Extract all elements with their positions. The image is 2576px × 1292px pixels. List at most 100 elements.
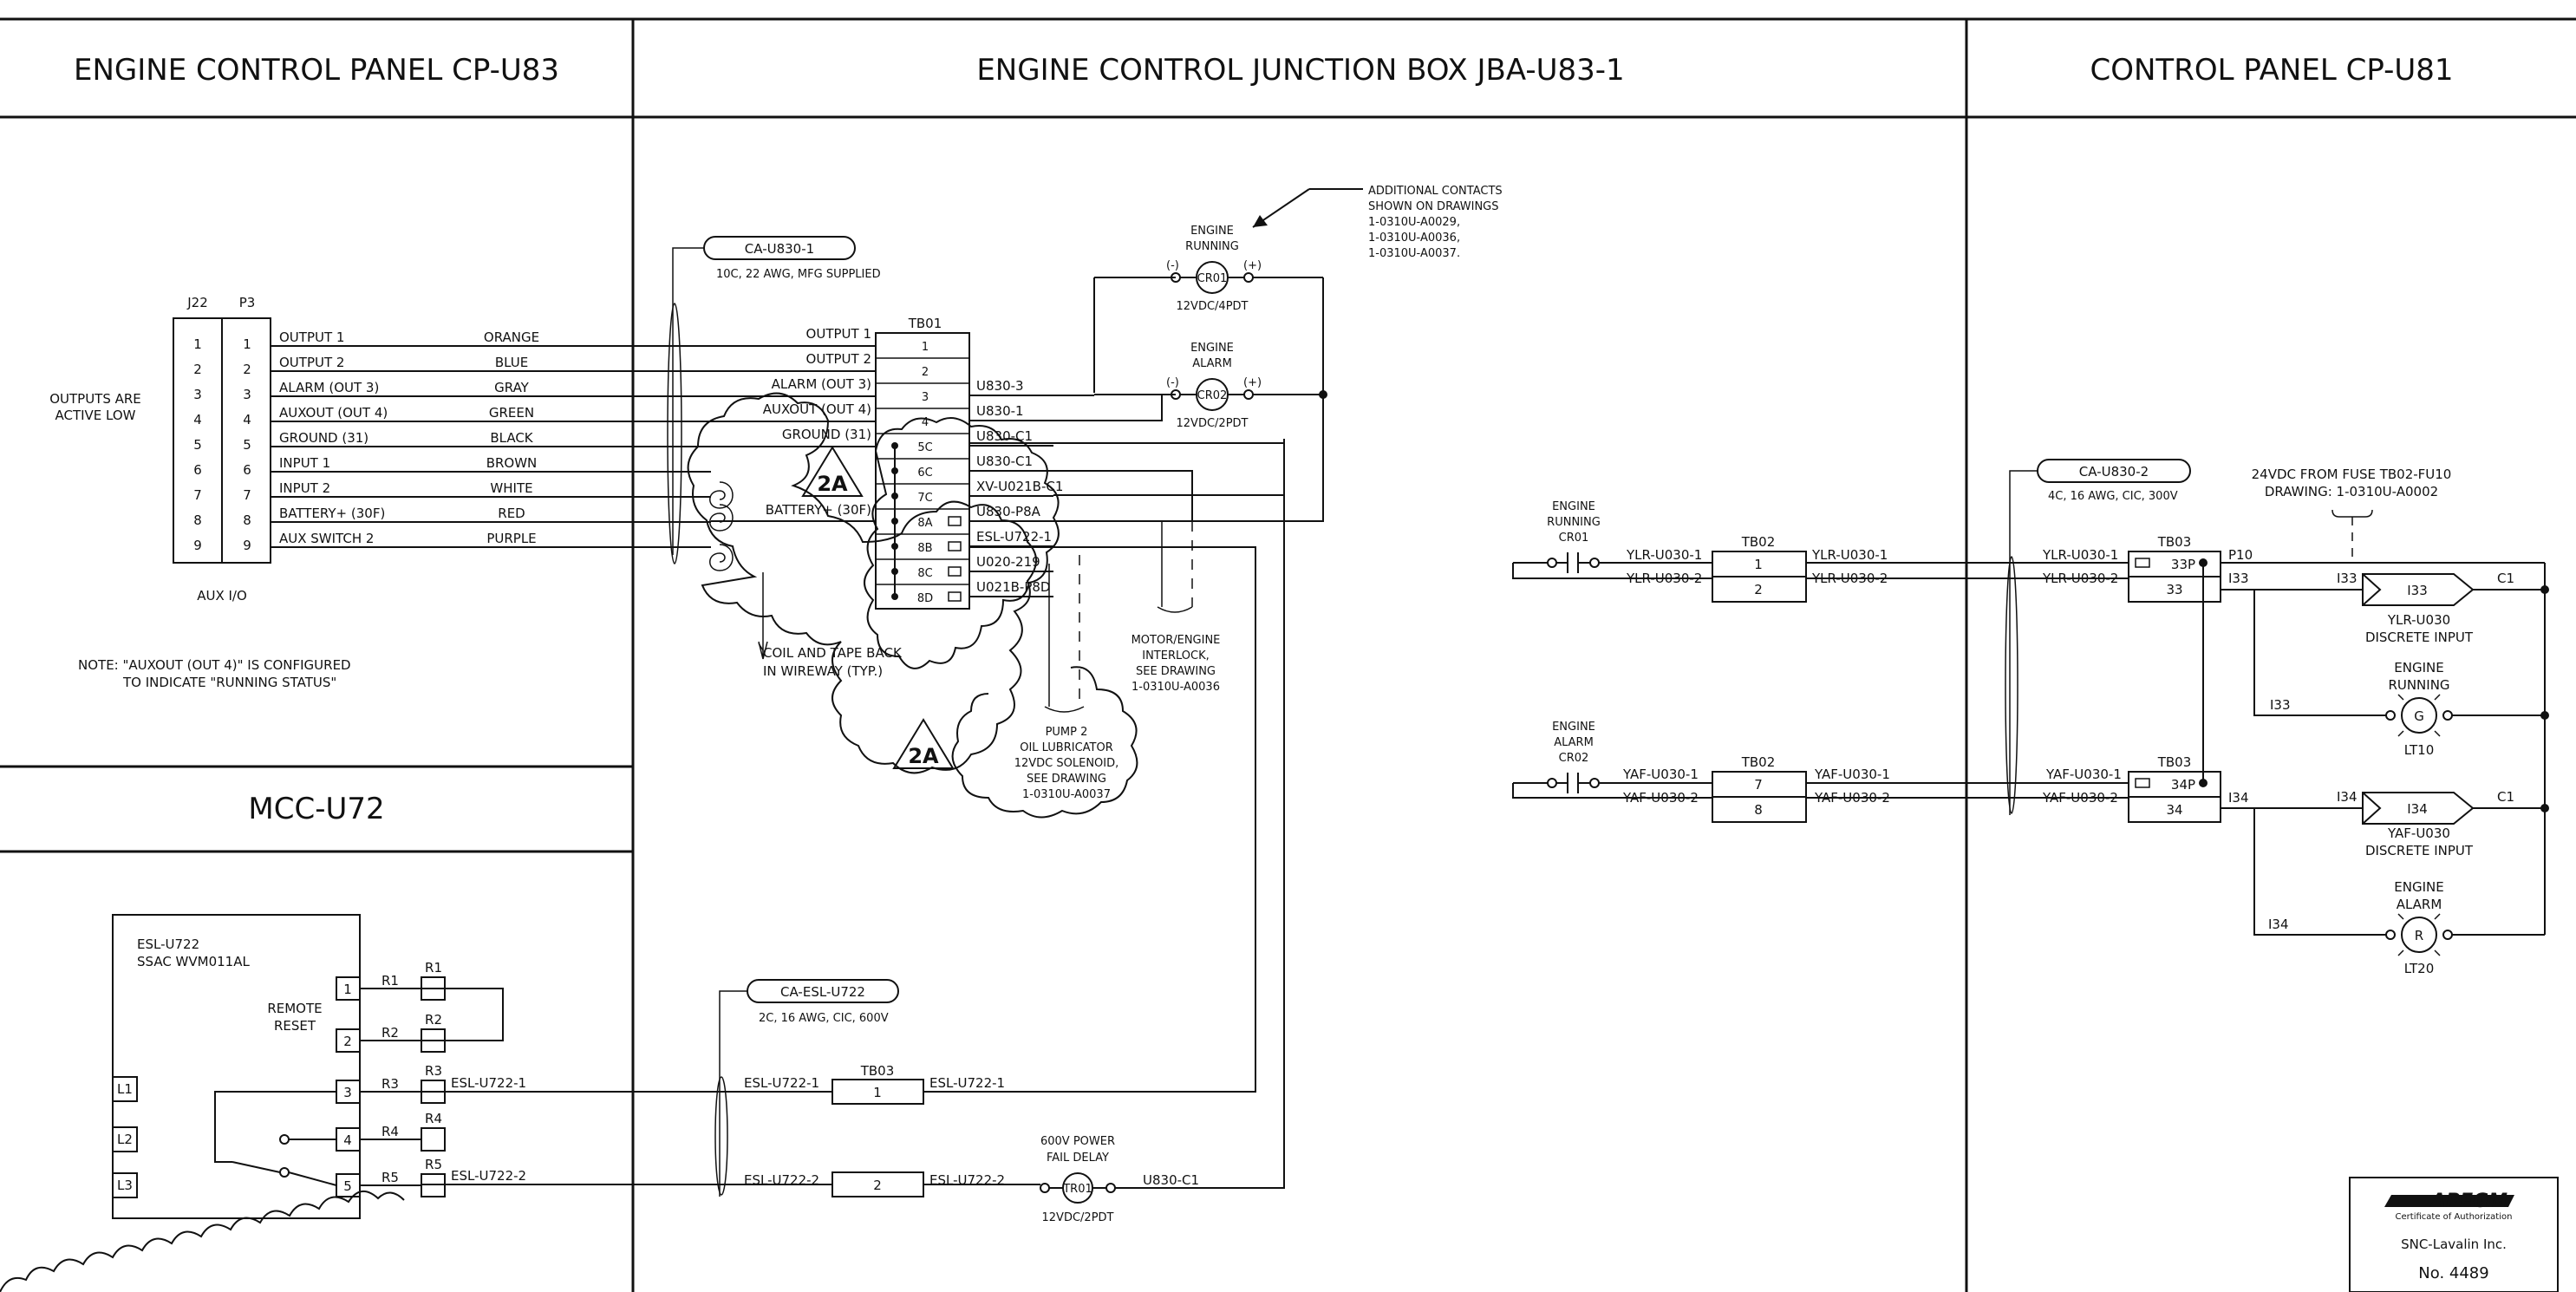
tb01-term: 2	[922, 366, 929, 379]
j22-pin: 3	[193, 387, 202, 402]
common-bus	[2540, 563, 2549, 935]
cable1-desc: 10C, 22 AWG, MFG SUPPLIED	[716, 268, 881, 281]
revision-triangle-1: 2A	[801, 446, 864, 497]
relay-wiring	[1053, 277, 1327, 522]
additional-contacts-note: ADDITIONAL CONTACTS SHOWN ON DRAWINGS 1-…	[1252, 185, 1503, 260]
cable2-desc: 4C, 16 AWG, CIC, 300V	[2048, 490, 2178, 503]
tb01-term: 5C	[917, 441, 932, 454]
cable1-tag: CA-U830-1	[745, 241, 814, 257]
pump-note-5: 1-0310U-A0037	[1022, 788, 1111, 801]
fuse-note-1: 24VDC FROM FUSE TB02-FU10	[2252, 467, 2452, 482]
tb03r-34p: 34P	[2171, 777, 2195, 793]
tb03-right: TB03 33P 33 TB03 34P 34	[2128, 534, 2221, 823]
coil-note-1: COIL AND TAPE BACK	[763, 645, 903, 661]
p10-label: P10	[2228, 547, 2253, 563]
p3-pin: 9	[243, 538, 251, 553]
ylr-di-2: DISCRETE INPUT	[2365, 630, 2474, 645]
tb01-out-label: XV-U021B-C1	[976, 479, 1063, 494]
cr02c-1: ENGINE	[1552, 721, 1595, 734]
wire-color: WHITE	[490, 480, 532, 496]
cable-ca-u830-1: CA-U830-1 10C, 22 AWG, MFG SUPPLIED	[667, 236, 881, 564]
tb02-t1: 1	[1754, 557, 1763, 572]
i33-lamp-wire: I33	[2270, 697, 2291, 713]
ylr2-a: YLR-U030-2	[1626, 571, 1702, 586]
apegm-logo: APEGM	[2429, 1191, 2508, 1212]
tb03r-label-1: TB03	[2157, 534, 2192, 550]
cable-ca-esl-u722: CA-ESL-U722 2C, 16 AWG, CIC, 600V	[714, 979, 899, 1197]
tb02-t7: 7	[1754, 777, 1763, 793]
lt20-tag: LT20	[2404, 961, 2435, 976]
mcc-r-box-label: R4	[425, 1111, 442, 1126]
tb01-term: 1	[922, 341, 929, 354]
tb01-fuse-icon	[948, 566, 962, 577]
mcc-r-label: R5	[382, 1170, 399, 1185]
tb03-esl2-out: ESL-U722-2	[929, 1172, 1005, 1188]
mcc-l-label: L2	[117, 1132, 133, 1147]
c1-b: C1	[2497, 789, 2514, 805]
tb03r-34: 34	[2166, 802, 2182, 818]
lt20-letter: R	[2415, 928, 2423, 943]
tb01-out-label: U830-C1	[976, 428, 1033, 444]
tb01-in-label: BATTERY+ (30F)	[766, 502, 871, 518]
outputs-note-1: OUTPUTS ARE	[49, 391, 141, 407]
header-left: ENGINE CONTROL PANEL CP-U83	[74, 53, 559, 88]
revision-cloud-bottom	[0, 1191, 405, 1292]
aux-io-signal: OUTPUT 1	[279, 330, 344, 345]
tb01-out-label: U021B-P8D	[976, 579, 1050, 595]
aux-io-signal: INPUT 1	[279, 455, 330, 471]
mcc-r-box	[421, 1127, 446, 1152]
lt10-letter: G	[2414, 708, 2424, 724]
lamp-lt10: ENGINE RUNNING G LT10	[2385, 660, 2545, 758]
mcc-r-label: R2	[382, 1025, 399, 1041]
j22-pin: 5	[193, 437, 202, 453]
yaf2-a: YAF-U030-2	[1622, 790, 1699, 806]
mcc-esl1: ESL-U722-1	[451, 1075, 526, 1091]
additional-1: ADDITIONAL CONTACTS	[1368, 185, 1503, 198]
mcc-term-num: 4	[343, 1132, 352, 1148]
remote-reset-1: REMOTE	[267, 1001, 322, 1016]
mcc-device-1: ESL-U722	[137, 936, 199, 952]
apegm-logo-bar	[2384, 1195, 2514, 1207]
cr01-plus: (+)	[1243, 259, 1262, 272]
cr02-minus: (-)	[1166, 376, 1179, 389]
j22-pin: 7	[193, 487, 202, 503]
mcc-term-num: 5	[343, 1178, 352, 1194]
cr01-rating: 12VDC/4PDT	[1177, 300, 1249, 313]
cr01c-2: RUNNING	[1547, 516, 1601, 529]
tb01-term: 6C	[917, 467, 932, 480]
header-right: CONTROL PANEL CP-U81	[2090, 53, 2453, 88]
cr02c-2: ALARM	[1554, 736, 1594, 749]
mcc-r-box-label: R5	[425, 1157, 442, 1172]
c1-a: C1	[2497, 571, 2514, 586]
i33-wire: I33	[2228, 571, 2249, 586]
tb01-in-label: AUXOUT (OUT 4)	[763, 401, 871, 417]
mcc-r-label: R3	[382, 1076, 399, 1092]
yaf1-c: YAF-U030-1	[2045, 767, 2122, 782]
mcc-l-term	[112, 1076, 138, 1102]
additional-2: SHOWN ON DRAWINGS	[1368, 200, 1499, 213]
tb03-esl-label: TB03	[860, 1063, 895, 1079]
tb01-in-label: OUTPUT 2	[806, 351, 871, 367]
aux-io-signal: OUTPUT 2	[279, 355, 344, 370]
power-fail-2: FAIL DELAY	[1047, 1152, 1109, 1165]
mcc-term	[336, 1080, 361, 1104]
yaf1-b: YAF-U030-1	[1814, 767, 1890, 782]
mcc-l-term	[112, 1126, 138, 1152]
tb03-esl1-in: ESL-U722-1	[744, 1075, 819, 1091]
j22-label: J22	[186, 295, 208, 310]
tb01-in-label: OUTPUT 1	[806, 326, 871, 342]
mcc-l-label: L1	[117, 1081, 133, 1097]
mcc-term-num: 3	[343, 1085, 352, 1100]
apegm-stamp: APEGM Certificate of Authorization SNC-L…	[2349, 1177, 2559, 1292]
tb01-label: TB01	[908, 316, 942, 331]
revision-triangle-2: 2A	[892, 718, 955, 769]
i34-box: I34	[2407, 801, 2428, 817]
tb03r-33p: 33P	[2171, 557, 2195, 572]
tb01-cr02-wire	[1053, 395, 1163, 421]
tb01-fuse-icon	[948, 591, 962, 602]
p3-pin: 7	[243, 487, 251, 503]
mcc-l-label: L3	[117, 1178, 133, 1193]
mcc-l-term	[112, 1172, 138, 1198]
stamp-cert: Certificate of Authorization	[2396, 1212, 2513, 1222]
aux-io-signal: INPUT 2	[279, 480, 330, 496]
